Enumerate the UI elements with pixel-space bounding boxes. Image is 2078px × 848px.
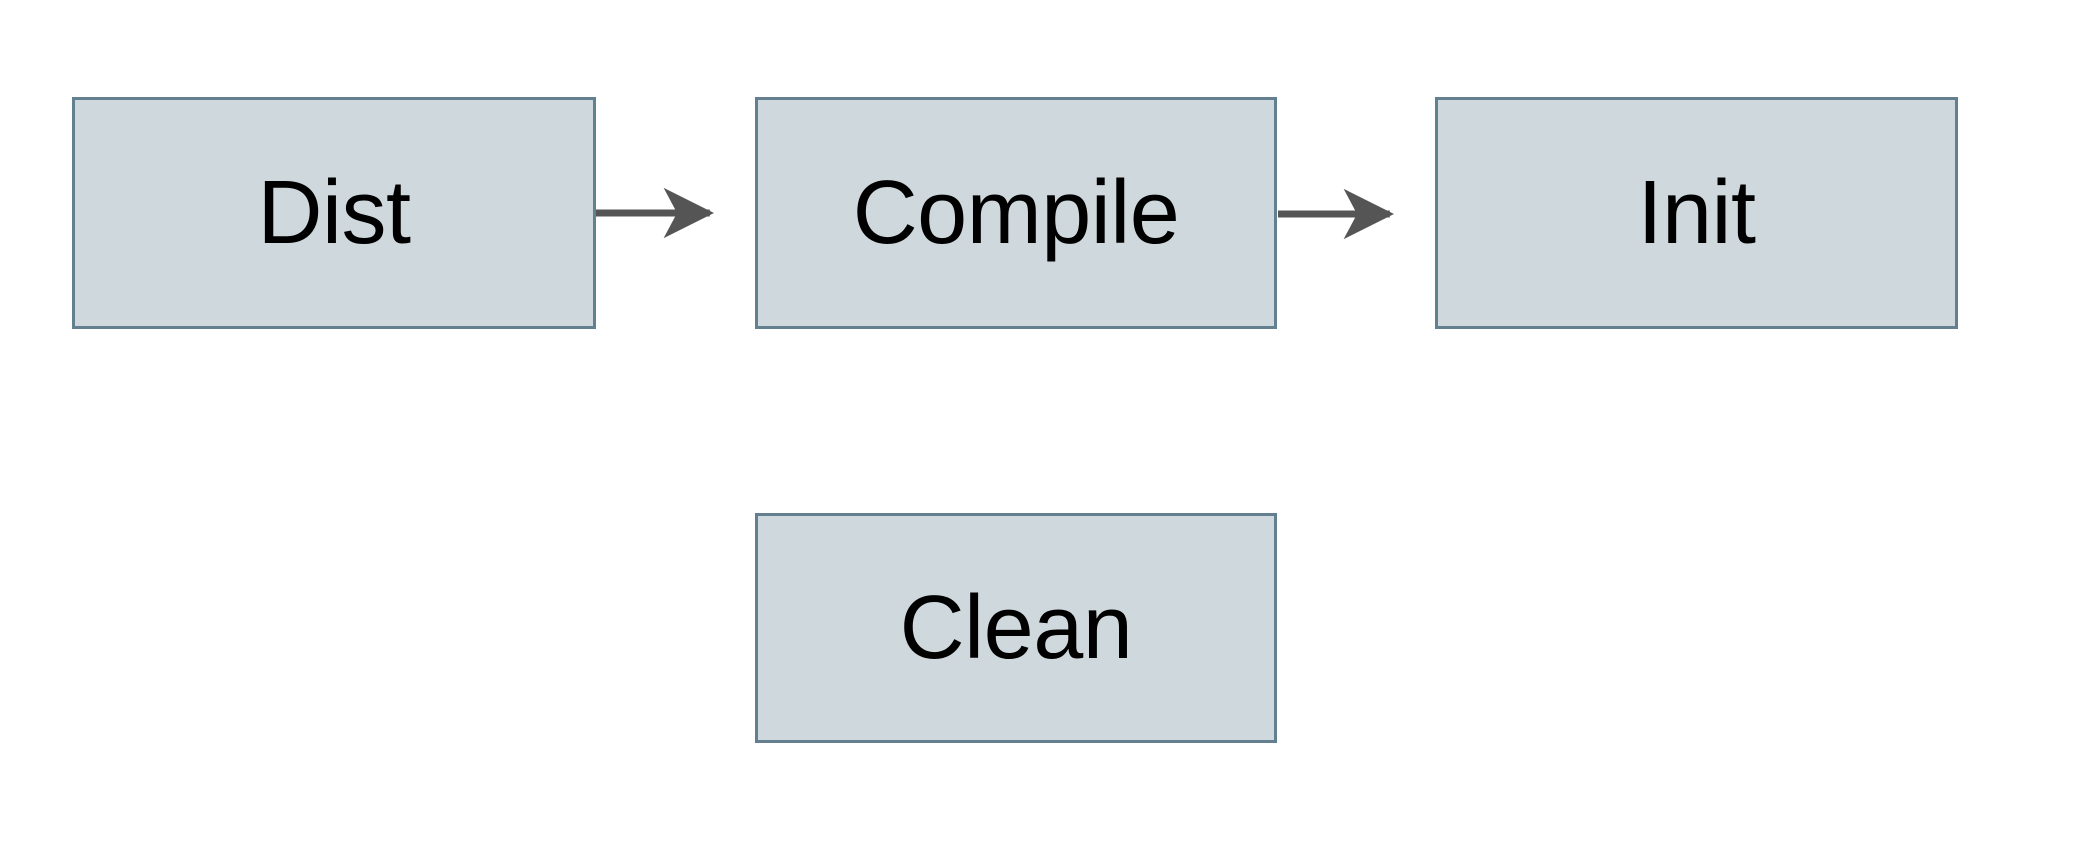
node-init[interactable]: Init xyxy=(1435,97,1958,329)
node-dist-label: Dist xyxy=(257,163,412,263)
node-dist[interactable]: Dist xyxy=(72,97,596,329)
node-init-label: Init xyxy=(1637,163,1756,263)
node-clean[interactable]: Clean xyxy=(755,513,1277,743)
node-clean-label: Clean xyxy=(899,578,1133,678)
node-compile[interactable]: Compile xyxy=(755,97,1277,329)
node-compile-label: Compile xyxy=(852,163,1180,263)
